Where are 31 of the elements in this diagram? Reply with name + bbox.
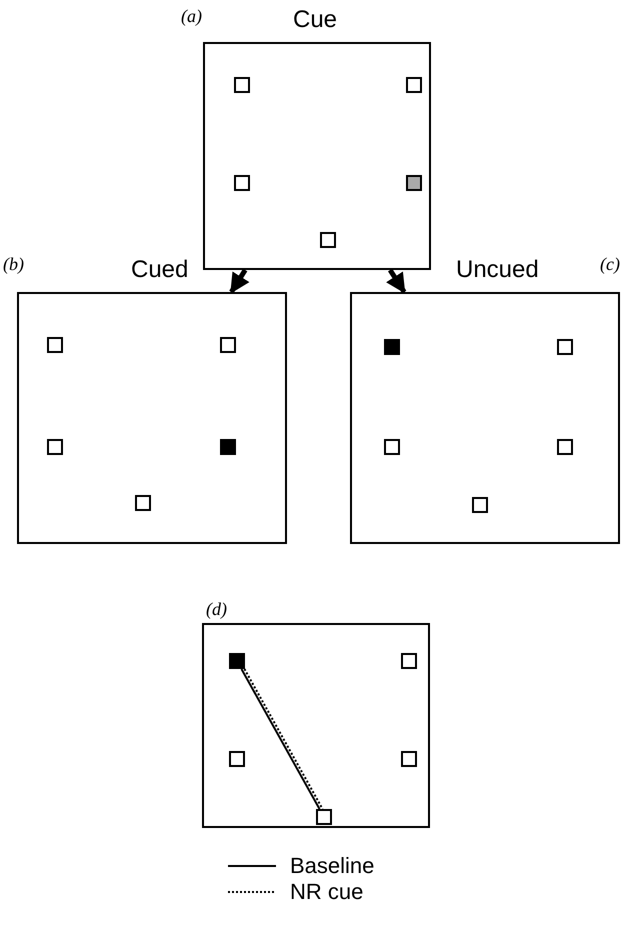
panel-letter: (c)	[600, 254, 620, 275]
arrow	[229, 268, 250, 294]
panel-letter: (b)	[3, 254, 24, 275]
legend-label: Baseline	[290, 853, 374, 879]
square-marker	[557, 439, 573, 455]
square-marker	[47, 337, 63, 353]
square-marker	[220, 439, 236, 455]
square-marker	[234, 77, 250, 93]
square-marker	[135, 495, 151, 511]
panel-letter: (a)	[181, 6, 202, 27]
square-marker	[229, 751, 245, 767]
square-marker	[406, 175, 422, 191]
square-marker	[557, 339, 573, 355]
legend-label: NR cue	[290, 879, 364, 905]
square-marker	[406, 77, 422, 93]
square-marker	[401, 751, 417, 767]
square-marker	[472, 497, 488, 513]
square-marker	[234, 175, 250, 191]
arrow	[386, 268, 406, 294]
panel-heading: Uncued	[456, 256, 539, 284]
square-marker	[401, 653, 417, 669]
panel-letter: (d)	[206, 599, 227, 620]
panel-heading: Cue	[293, 6, 338, 34]
square-marker	[384, 339, 400, 355]
panel-heading: Cued	[131, 256, 188, 284]
square-marker	[229, 653, 245, 669]
square-marker	[320, 232, 336, 248]
square-marker	[220, 337, 236, 353]
square-marker	[316, 809, 332, 825]
square-marker	[47, 439, 63, 455]
square-marker	[384, 439, 400, 455]
